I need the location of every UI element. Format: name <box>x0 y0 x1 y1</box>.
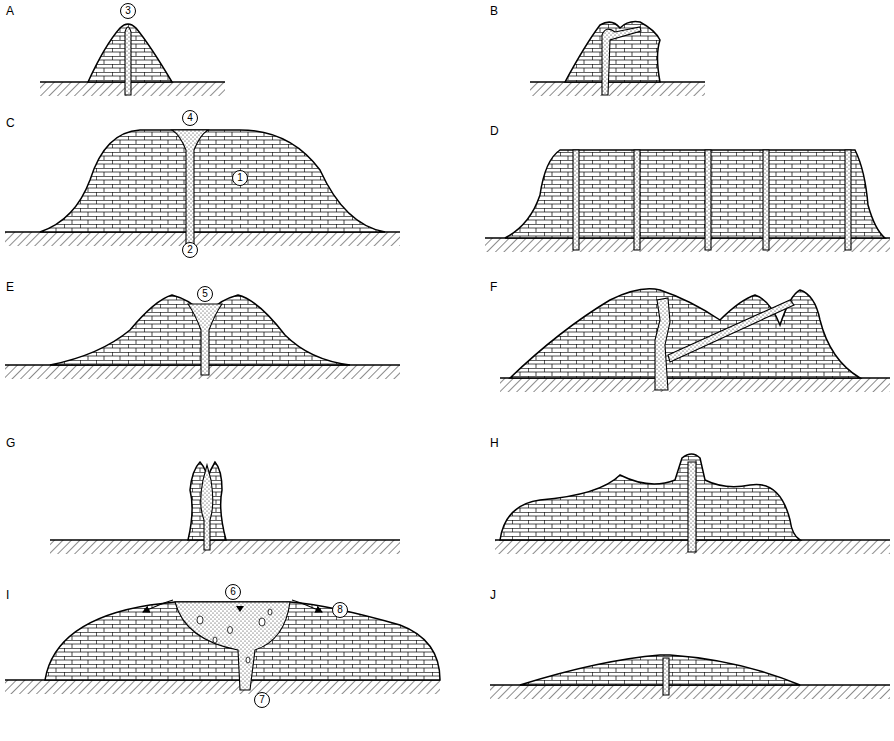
panel-letter: A <box>6 4 14 18</box>
callout-number: 6 <box>225 584 241 600</box>
callout-number: 3 <box>120 3 136 19</box>
ground <box>5 82 890 699</box>
panel-letter: I <box>6 588 9 602</box>
callout-number: 4 <box>182 110 198 126</box>
panel-letter: C <box>6 116 15 130</box>
callout-number: 2 <box>182 242 198 258</box>
panel-letter: H <box>490 436 499 450</box>
panel-letter: F <box>490 280 497 294</box>
panel-letter: J <box>490 588 496 602</box>
panel-letter: B <box>490 4 498 18</box>
callout-number: 8 <box>332 602 348 618</box>
carbonate-mounds <box>40 22 885 685</box>
clasts <box>197 609 272 663</box>
callout-number: 5 <box>197 286 213 302</box>
callout-number: 1 <box>232 170 248 186</box>
panel-letter: D <box>490 124 499 138</box>
panel-letter: E <box>6 280 14 294</box>
panel-letter: G <box>6 436 15 450</box>
callout-number: 7 <box>254 692 270 708</box>
overflow-arrows <box>143 600 322 612</box>
conduits <box>125 27 851 695</box>
water-level <box>236 606 244 612</box>
